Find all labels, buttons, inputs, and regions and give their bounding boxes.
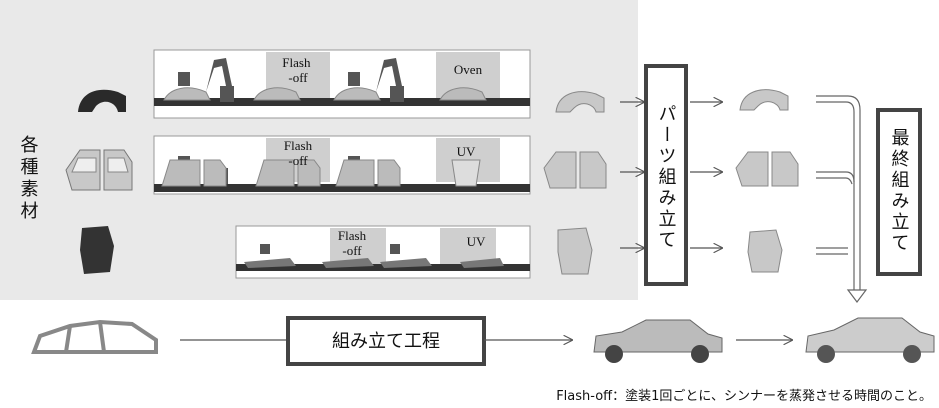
stage-label-line: -off [288,153,308,168]
footnote: Flash-off：塗装1回ごとに、シンナーを蒸発させる時間のこと。 [556,388,932,404]
parts-assembly-box [644,64,688,286]
stage-label-line: -off [342,243,362,258]
assembled-car [593,319,723,363]
final-assembly-box [876,108,922,276]
arrows-to-final-assembly [816,95,868,303]
stage-label-flashoff-3: Flash-off [338,228,367,258]
car-body-frame [31,319,158,354]
robot-arm-icon [178,58,234,102]
stage-label-line: -off [288,70,308,85]
raw-part-doors [65,149,133,191]
paint-line-row-3: Flash-off UV [235,225,531,279]
stage-label-oven-1: Oven [454,62,483,77]
robot-arm-icon [260,244,270,254]
assembled-part-hood [747,229,783,273]
assembly-process-label: 組み立て工程 [332,331,440,352]
final-assembly-label: 最終組み立て [889,128,910,254]
finished-car [805,317,935,363]
raw-part-hood [80,226,114,274]
parts-assembly-label: パーツ組み立て [656,104,677,251]
raw-part-fender [78,89,126,112]
painted-part-hood [557,227,593,275]
assembled-part-doors [735,151,799,187]
stage-label-uv-3: UV [467,234,486,249]
painted-part-doors [543,151,607,189]
arrows-to-parts-assembly [620,102,644,248]
arrows-from-parts-assembly [690,102,722,248]
stage-label-uv-2: UV [457,144,476,159]
stage-label-flashoff-1: Flash -off [282,55,313,85]
materials-label: 各種素材 [18,135,39,223]
paint-line-row-1: Flash -off Oven [153,49,531,119]
robot-arm-icon [348,58,404,102]
painted-part-fender [555,91,605,113]
assembled-part-fender [739,89,789,111]
assembly-process-box [286,316,486,366]
stage-label-flashoff-2: Flash-off [284,138,313,168]
robot-arm-icon [390,244,400,254]
paint-line-row-2: Flash-off UV [153,135,531,195]
